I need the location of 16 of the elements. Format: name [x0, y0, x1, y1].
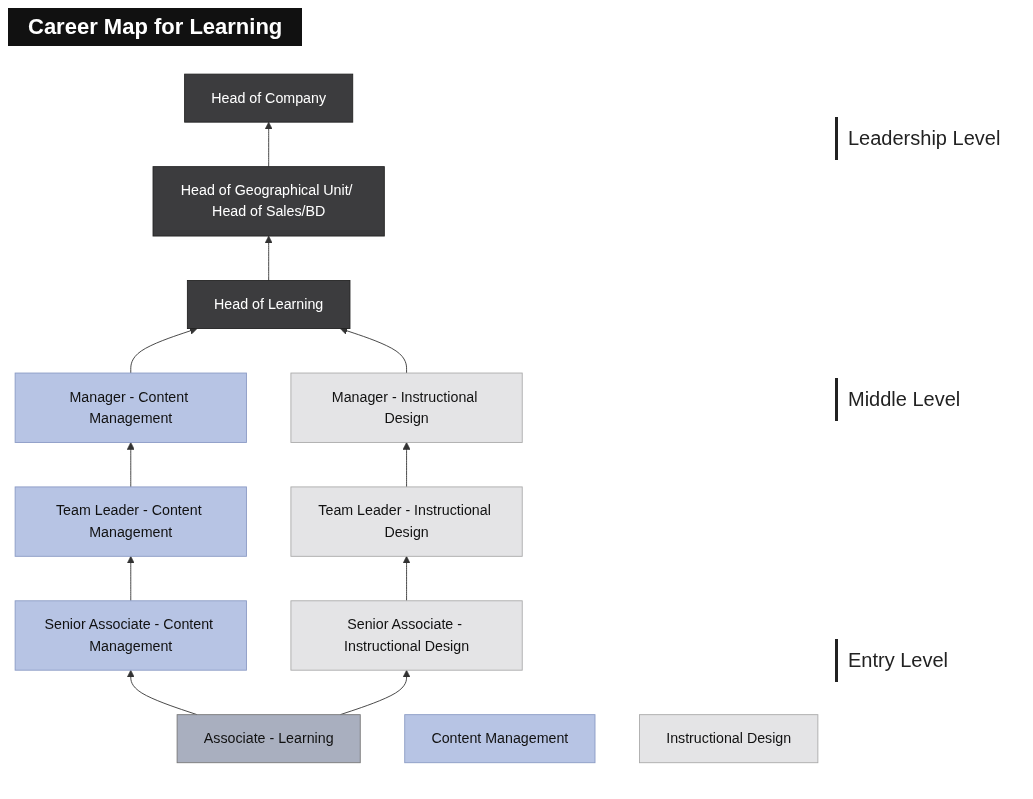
node-box: Head of Company — [184, 73, 354, 123]
node-box: Team Leader - Content Management — [14, 486, 247, 557]
level-label: Middle Level — [835, 378, 1025, 421]
node-box: Instructional Design — [639, 714, 819, 764]
node-box: Head of Learning — [186, 280, 351, 330]
title-banner: Career Map for Learning — [8, 8, 303, 46]
level-label: Leadership Level — [835, 117, 1025, 160]
node-box: Senior Associate - Content Management — [14, 600, 247, 671]
node-box: Manager - Content Management — [14, 372, 247, 443]
node-box: Manager - Instructional Design — [290, 372, 523, 443]
node-box: Content Management — [404, 714, 596, 764]
node-box: Team Leader - Instructional Design — [290, 486, 523, 557]
node-box: Senior Associate - Instructional Design — [290, 600, 523, 671]
level-label: Entry Level — [835, 639, 1025, 682]
node-box: Associate - Learning — [176, 714, 361, 764]
node-box: Head of Geographical Unit/ Head of Sales/BD — [152, 166, 385, 237]
